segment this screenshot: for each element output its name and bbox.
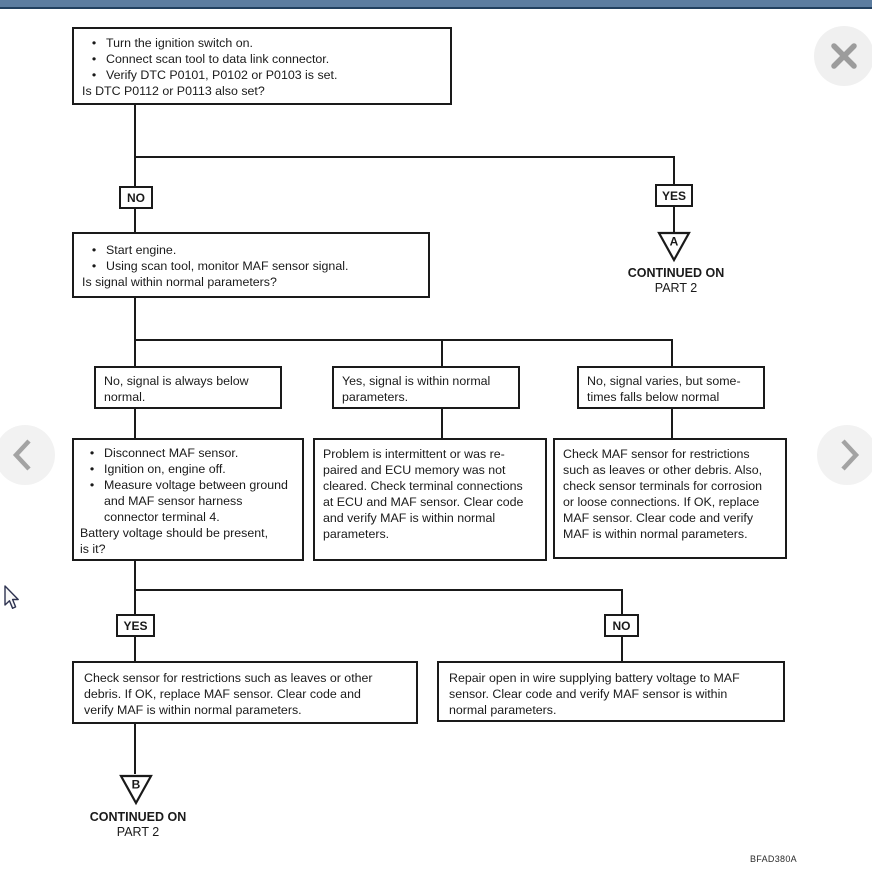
- connector-line: [134, 105, 136, 158]
- label-text: YES: [661, 188, 686, 203]
- connector-line: [671, 409, 673, 438]
- question-text: Is DTC P0112 or P0113 also set?: [82, 84, 265, 98]
- figure-code: BFAD380A: [750, 854, 797, 864]
- connector-line: [134, 156, 136, 186]
- condition-text: Yes, signal is within normal parameters.: [342, 374, 491, 404]
- connector-line: [134, 561, 136, 590]
- continued-line1: CONTINUED ON: [627, 266, 725, 280]
- continued-line2: PART 2: [116, 825, 160, 839]
- mouse-cursor-icon: [4, 585, 19, 609]
- connector-line: [134, 156, 675, 158]
- flow-box-action-left: • Disconnect MAF sensor. • Ignition on, en…: [72, 438, 304, 561]
- connector-line: [621, 637, 623, 661]
- connector-line: [134, 339, 673, 341]
- flow-box-cond-left: No, signal is always below normal.: [94, 366, 282, 409]
- chevron-right-icon: [841, 439, 860, 471]
- flow-box-cond-mid: Yes, signal is within normal parameters.: [332, 366, 520, 409]
- connector-line: [134, 589, 623, 591]
- bullet-text: Turn the ignition switch on.: [106, 36, 253, 50]
- flow-box-step2: • Start engine. • Using scan tool, monitor…: [72, 232, 430, 298]
- condition-text: No, signal is always below normal.: [104, 374, 249, 404]
- bullet-text: Verify DTC P0101, P0102 or P0103 is set.: [106, 68, 338, 82]
- off-page-connector-b-icon: B: [119, 774, 153, 806]
- connector-line: [673, 207, 675, 232]
- connector-line: [134, 339, 136, 366]
- continued-caption-a: CONTINUED ON PART 2: [611, 266, 741, 296]
- flow-box-result-no: Repair open in wire supplying battery vo…: [437, 661, 785, 722]
- bullet-icon: •: [91, 36, 97, 50]
- bullet-text: Using scan tool, monitor MAF sensor sign…: [106, 259, 349, 273]
- continued-caption-b: CONTINUED ON PART 2: [73, 810, 203, 840]
- connector-line: [134, 589, 136, 614]
- connector-line: [671, 339, 673, 366]
- result-text: Check sensor for restrictions such as le…: [84, 671, 373, 717]
- continued-line1: CONTINUED ON: [89, 810, 187, 824]
- flow-box-step1: • Turn the ignition switch on. • Connect s…: [72, 27, 452, 105]
- label-text: NO: [127, 190, 145, 205]
- x-mark-icon: [831, 43, 857, 69]
- connector-line: [134, 298, 136, 340]
- flow-box-action-right: Check MAF sensor for restrictions such a…: [553, 438, 787, 559]
- connector-line: [134, 637, 136, 661]
- decision-label-no: NO: [119, 186, 153, 209]
- decision-label-no-2: NO: [604, 614, 639, 637]
- bullet-icon: •: [89, 478, 95, 492]
- previous-page-button[interactable]: [0, 425, 55, 485]
- close-button[interactable]: [814, 26, 872, 86]
- bullet-text: Connect scan tool to data link connector…: [106, 52, 330, 66]
- off-page-connector-a-icon: A: [657, 231, 691, 263]
- connector-line: [673, 156, 675, 184]
- question-text: Battery voltage should be present, is it…: [80, 526, 269, 556]
- bullet-text: Measure voltage between ground and MAF s…: [104, 478, 288, 524]
- flow-box-result-yes: Check sensor for restrictions such as le…: [72, 661, 418, 724]
- bullet-icon: •: [91, 52, 97, 66]
- window-top-bar: [0, 0, 872, 9]
- connector-line: [134, 724, 136, 774]
- connector-line: [441, 339, 443, 366]
- action-text: Problem is intermittent or was re- paire…: [323, 447, 524, 541]
- connector-line: [441, 409, 443, 438]
- decision-label-yes: YES: [655, 184, 693, 207]
- connector-letter: B: [132, 778, 141, 792]
- connector-line: [134, 209, 136, 232]
- label-text: YES: [123, 618, 148, 633]
- next-page-button[interactable]: [817, 425, 872, 485]
- bullet-text: Start engine.: [106, 243, 177, 257]
- result-text: Repair open in wire supplying battery vo…: [449, 671, 740, 717]
- bullet-icon: •: [89, 462, 95, 476]
- bullet-icon: •: [91, 243, 97, 257]
- bullet-icon: •: [91, 68, 97, 82]
- flow-box-action-mid: Problem is intermittent or was re- paire…: [313, 438, 547, 561]
- continued-line2: PART 2: [654, 281, 698, 295]
- chevron-left-icon: [12, 439, 31, 471]
- connector-letter: A: [670, 235, 679, 249]
- bullet-text: Disconnect MAF sensor.: [104, 446, 239, 460]
- connector-line: [134, 409, 136, 438]
- flow-box-cond-right: No, signal varies, but some- times falls…: [577, 366, 765, 409]
- action-text: Check MAF sensor for restrictions such a…: [563, 447, 763, 541]
- bullet-icon: •: [89, 446, 95, 460]
- question-text: Is signal within normal parameters?: [82, 275, 277, 289]
- condition-text: No, signal varies, but some- times falls…: [587, 374, 741, 404]
- bullet-text: Ignition on, engine off.: [104, 462, 226, 476]
- label-text: NO: [612, 618, 631, 633]
- bullet-icon: •: [91, 259, 97, 273]
- connector-line: [621, 589, 623, 614]
- decision-label-yes-2: YES: [116, 614, 155, 637]
